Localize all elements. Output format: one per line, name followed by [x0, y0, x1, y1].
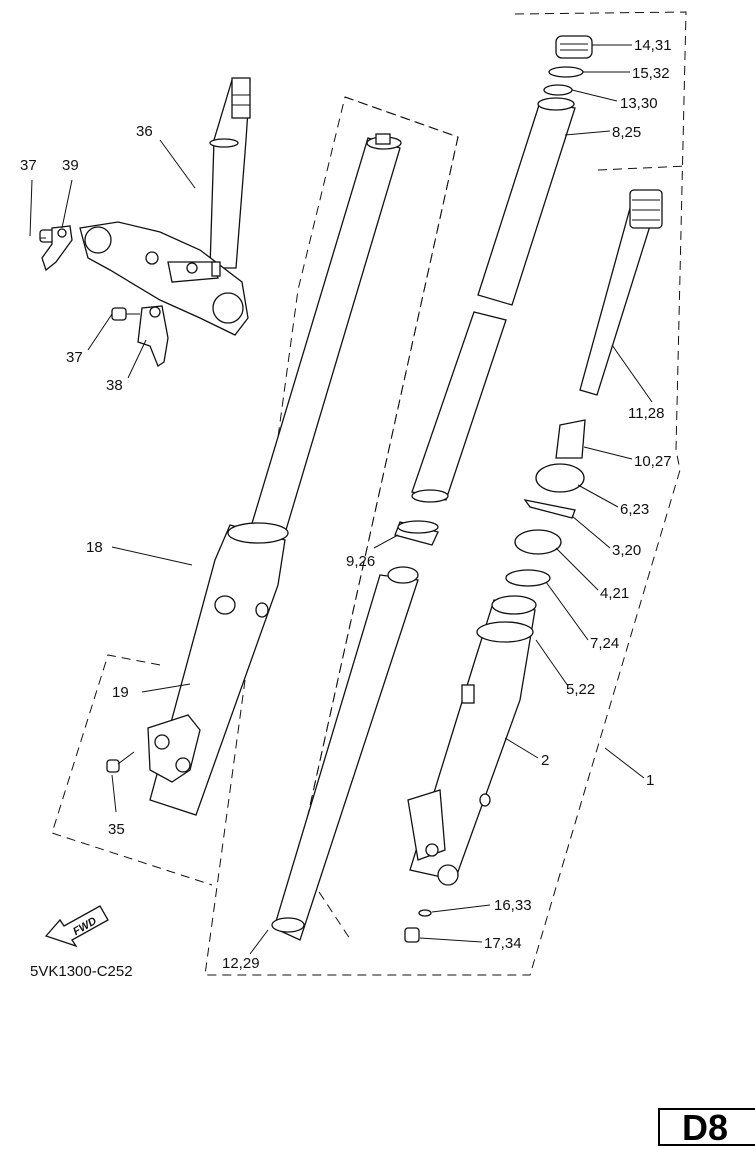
spacer-10 — [555, 419, 586, 459]
label-39: 39 — [62, 157, 79, 174]
label-36: 36 — [136, 123, 153, 140]
label-4-21: 4,21 — [600, 585, 629, 602]
bolt-35 — [106, 751, 135, 773]
left-inner-tube — [249, 133, 402, 541]
bushing-9 — [394, 520, 439, 546]
label-15-32: 15,32 — [632, 65, 670, 82]
outer-tube-2 — [407, 595, 537, 886]
label-8-25: 8,25 — [612, 124, 641, 141]
group-outline-inner — [597, 165, 689, 171]
fwd-arrow-icon: FWD — [44, 905, 109, 948]
label-7-24: 7,24 — [590, 635, 619, 652]
label-16-33: 16,33 — [494, 897, 532, 914]
label-38: 38 — [106, 377, 123, 394]
washer-13 — [543, 84, 573, 96]
diagram-code: 5VK1300-C252 — [30, 963, 133, 980]
label-14-31: 14,31 — [634, 37, 672, 54]
label-5-22: 5,22 — [566, 681, 595, 698]
washer-16 — [418, 909, 432, 917]
steering-stem — [209, 77, 251, 269]
page-tag-label: D8 — [682, 1107, 729, 1148]
washer-7 — [505, 569, 551, 587]
label-9-26: 9,26 — [346, 553, 375, 570]
label-18: 18 — [86, 539, 103, 556]
caliper-bracket-19 — [147, 714, 201, 783]
group-outline-19 — [51, 654, 213, 886]
fwd-label: FWD — [71, 915, 99, 938]
label-1: 1 — [646, 772, 654, 789]
label-17-34: 17,34 — [484, 935, 522, 952]
inner-tube-8 — [477, 97, 576, 306]
label-2: 2 — [541, 752, 549, 769]
cap-bolt-14 — [555, 35, 593, 59]
label-10-27: 10,27 — [634, 453, 672, 470]
cable-bracket-39 — [41, 225, 73, 272]
page-tag: D8 — [658, 1107, 755, 1148]
label-3-20: 3,20 — [612, 542, 641, 559]
label-35: 35 — [108, 821, 125, 838]
bolt-17 — [404, 927, 420, 943]
o-ring-15 — [548, 66, 584, 78]
label-37-lower: 37 — [66, 349, 83, 366]
spring-11 — [579, 189, 663, 396]
inner-tube-8-lower — [411, 311, 507, 503]
damper-rod-12 — [271, 566, 419, 941]
label-19: 19 — [112, 684, 129, 701]
dust-seal-6 — [535, 463, 585, 493]
leader-lines — [29, 44, 653, 955]
label-12-29: 12,29 — [222, 955, 260, 972]
part-labels: 14,31 15,32 13,30 8,25 11,28 10,27 6,23 … — [20, 37, 672, 972]
oil-seal-4 — [514, 529, 562, 555]
label-37-upper: 37 — [20, 157, 37, 174]
clip-3 — [523, 499, 576, 519]
label-11-28: 11,28 — [628, 405, 664, 422]
cable-bracket-38 — [137, 305, 169, 367]
label-13-30: 13,30 — [620, 95, 658, 112]
label-6-23: 6,23 — [620, 501, 649, 518]
bolt-37-lower — [111, 307, 140, 321]
lower-bracket — [79, 221, 249, 336]
